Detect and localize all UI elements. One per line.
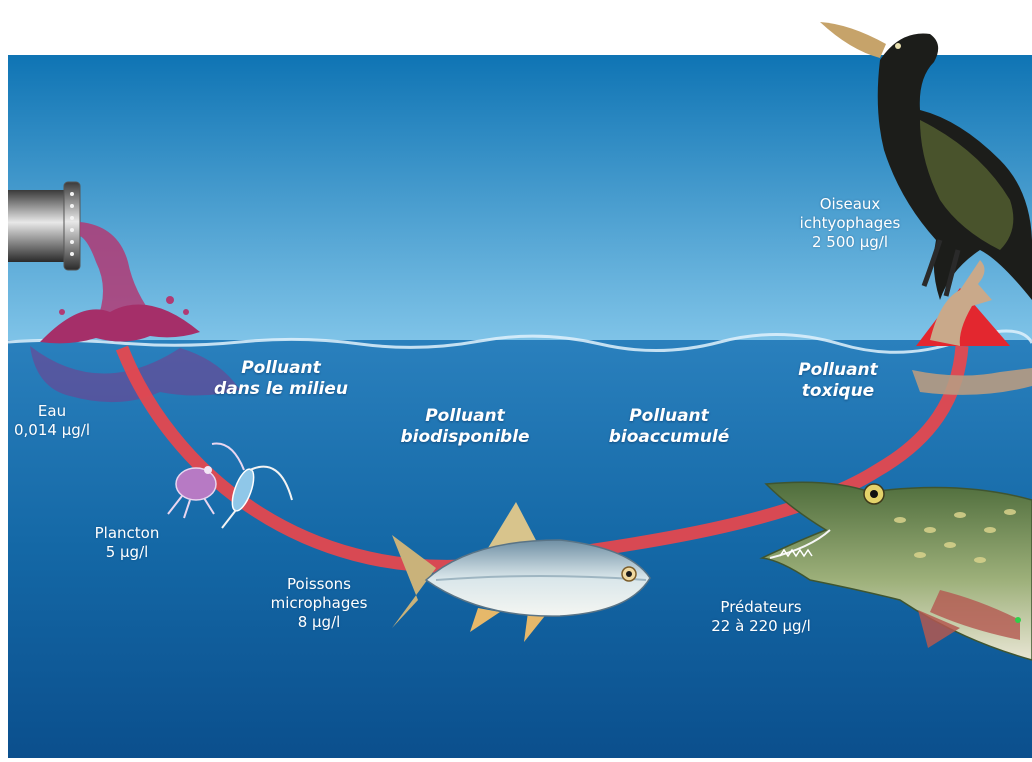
plancton-name: Plancton [72,524,182,543]
oiseaux-name-2: ichtyophages [780,214,920,233]
plancton-label: Plancton 5 µg/l [72,524,182,562]
oiseaux-name-1: Oiseaux [780,195,920,214]
eau-label: Eau 0,014 µg/l [10,402,94,440]
poissons-value: 8 µg/l [254,613,384,632]
stage-toxique-line-1: Polluant [778,360,898,381]
stage-bioaccumule-line-1: Polluant [594,406,744,427]
stage-milieu-line-1: Polluant [206,358,356,379]
eau-name: Eau [10,402,94,421]
plancton-value: 5 µg/l [72,543,182,562]
stage-bioaccumule-line-2: bioaccumulé [594,427,744,448]
stage-biodisponible-label: Polluant biodisponible [390,406,540,448]
stage-biodisponible-line-1: Polluant [390,406,540,427]
oiseaux-value: 2 500 µg/l [780,233,920,252]
predateurs-value: 22 à 220 µg/l [686,617,836,636]
oiseaux-label: Oiseaux ichtyophages 2 500 µg/l [780,195,920,252]
predateurs-name: Prédateurs [686,598,836,617]
stage-toxique-label: Polluant toxique [778,360,898,402]
stage-milieu-label: Polluant dans le milieu [206,358,356,400]
poissons-name-2: microphages [254,594,384,613]
pipe-icon [8,182,80,270]
stage-milieu-line-2: dans le milieu [206,379,356,400]
eau-value: 0,014 µg/l [10,421,94,440]
stage-toxique-line-2: toxique [778,381,898,402]
poissons-label: Poissons microphages 8 µg/l [254,575,384,632]
poissons-name-1: Poissons [254,575,384,594]
predateurs-label: Prédateurs 22 à 220 µg/l [686,598,836,636]
stage-bioaccumule-label: Polluant bioaccumulé [594,406,744,448]
stage-biodisponible-line-2: biodisponible [390,427,540,448]
